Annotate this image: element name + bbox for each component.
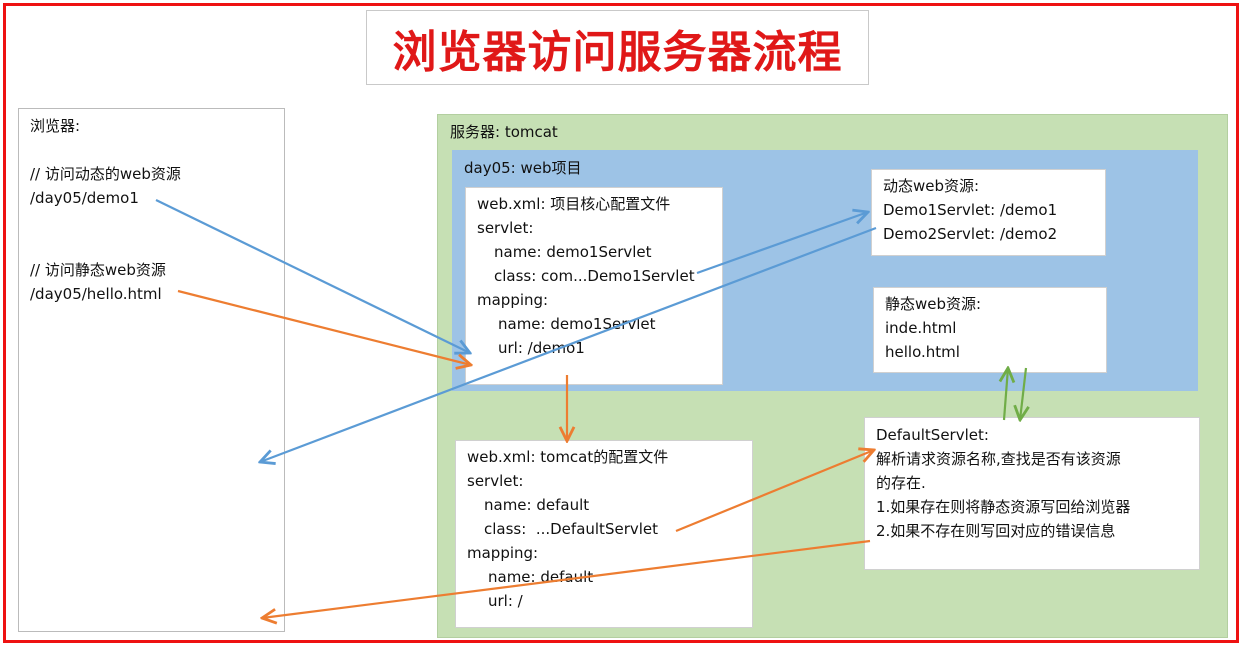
arrow-webxml-to-dynamic-resource (696, 212, 868, 275)
project-webxml-mapping-name: name: demo1Servlet (498, 315, 656, 333)
arrow-static-to-default-servlet (1020, 367, 1026, 420)
arrow-static-request-to-webxml (177, 289, 471, 365)
static-request-comment: // 访问静态web资源 (30, 261, 166, 279)
title-box: 浏览器访问服务器流程 (366, 10, 869, 85)
default-servlet-line1: 解析请求资源名称,查找是否有该资源 (876, 450, 1121, 468)
dynamic-resources-box (871, 169, 1106, 256)
default-servlet-line4: 2.如果不存在则写回对应的错误信息 (876, 522, 1116, 540)
arrow-dynamic-request-to-webxml (155, 199, 470, 353)
static-resource-hello: hello.html (885, 343, 960, 361)
arrow-dynamic-response-to-browser (260, 226, 877, 462)
project-webxml-title: web.xml: 项目核心配置文件 (477, 195, 671, 213)
dynamic-resources-title: 动态web资源: (883, 177, 980, 195)
dynamic-resource-demo2: Demo2Servlet: /demo2 (883, 225, 1058, 243)
static-resources-title: 静态web资源: (885, 295, 982, 313)
tomcat-webxml-mapping-url: url: / (488, 592, 523, 610)
project-webxml-servlet-class: class: com...Demo1Servlet (494, 267, 695, 285)
browser-header: 浏览器: (30, 117, 81, 135)
tomcat-webxml-mapping: mapping: (467, 544, 539, 562)
default-servlet-box (864, 417, 1200, 570)
project-webxml-mapping: mapping: (477, 291, 549, 309)
static-request-url: /day05/hello.html (30, 285, 162, 303)
dynamic-resource-demo1: Demo1Servlet: /demo1 (883, 201, 1058, 219)
server-header: 服务器: tomcat (450, 123, 558, 141)
dynamic-request-url: /day05/demo1 (30, 189, 139, 207)
browser-box (18, 108, 285, 632)
static-resources-box (873, 287, 1107, 373)
default-servlet-line2: 的存在. (876, 474, 926, 492)
arrow-default-servlet-to-static (1004, 368, 1008, 421)
project-webxml-servlet: servlet: (477, 219, 534, 237)
project-webxml-box (465, 187, 723, 385)
project-webxml-servlet-name: name: demo1Servlet (494, 243, 652, 261)
tomcat-webxml-servlet-class: class: ...DefaultServlet (484, 520, 659, 538)
dynamic-request-comment: // 访问动态的web资源 (30, 165, 181, 183)
tomcat-webxml-servlet-name: name: default (484, 496, 590, 514)
diagram-title: 浏览器访问服务器流程 (392, 26, 843, 78)
arrow-tomcat-webxml-to-default-servlet (675, 450, 874, 533)
static-resource-inde: inde.html (885, 319, 957, 337)
default-servlet-line3: 1.如果存在则将静态资源写回给浏览器 (876, 498, 1131, 516)
arrow-default-servlet-to-browser (262, 539, 871, 618)
red-frame (3, 3, 1239, 643)
default-servlet-title: DefaultServlet: (876, 426, 989, 444)
tomcat-webxml-title: web.xml: tomcat的配置文件 (467, 448, 669, 466)
tomcat-webxml-servlet: servlet: (467, 472, 524, 490)
project-header: day05: web项目 (464, 159, 582, 177)
tomcat-webxml-box (455, 440, 753, 628)
